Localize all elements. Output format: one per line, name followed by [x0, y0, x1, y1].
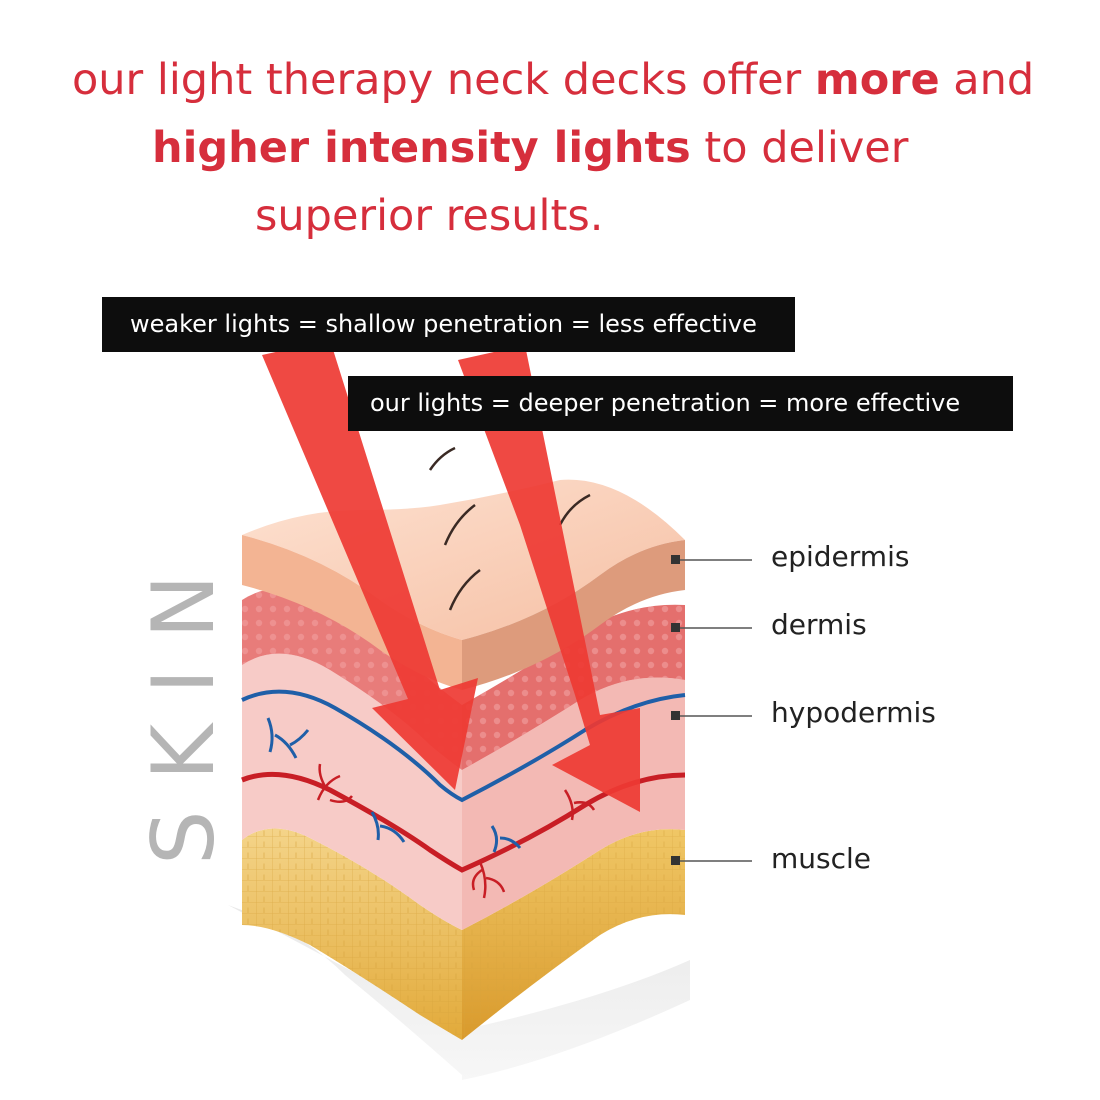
headline-emphasis: more: [814, 55, 940, 105]
hair-strands: [428, 446, 591, 611]
headline-text: to deliver: [690, 123, 909, 173]
floor-shadow: [228, 905, 690, 1080]
headline-line-2: higher intensity lights to deliver: [152, 114, 908, 182]
skin-side-label: SKIN: [134, 544, 234, 865]
label-dermis: dermis: [771, 608, 867, 641]
artery-line: [241, 771, 686, 873]
shallow-light-arrow: [262, 340, 478, 790]
label-leaders: [676, 559, 752, 862]
skin-side-label-text: SKIN: [134, 544, 234, 865]
headline-text: and: [939, 55, 1035, 105]
headline-emphasis: higher intensity lights: [152, 123, 691, 173]
our-lights-callout: our lights = deeper penetration = more e…: [348, 376, 1013, 431]
headline-line-3: superior results.: [255, 182, 603, 250]
hypodermis-front: [242, 653, 462, 930]
deep-light-arrow: [458, 345, 640, 812]
weak-lights-callout: weaker lights = shallow penetration = le…: [102, 297, 795, 352]
artery-branches: [316, 763, 596, 899]
label-muscle: muscle: [771, 842, 872, 875]
label-dots: [671, 555, 680, 865]
label-hypodermis: hypodermis: [771, 696, 936, 729]
muscle-layer: [242, 828, 685, 1040]
vein-branches: [266, 717, 522, 853]
label-epidermis: epidermis: [771, 540, 910, 573]
headline-text: our light therapy neck decks offer: [72, 55, 815, 105]
headline-text: superior results.: [255, 191, 604, 241]
headline-line-1: our light therapy neck decks offer more …: [72, 46, 1034, 114]
